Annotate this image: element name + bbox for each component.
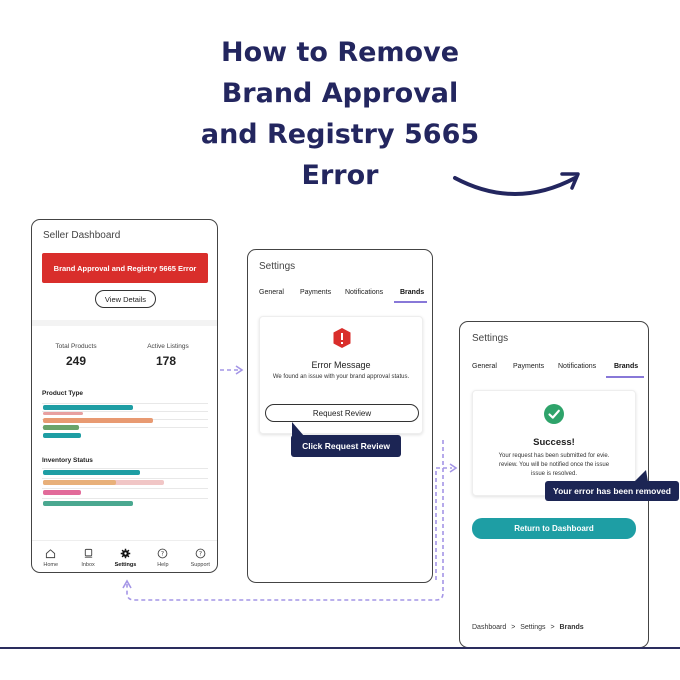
nav-label: Home [43, 561, 59, 568]
breadcrumb-dashboard[interactable]: Dashboard [472, 624, 507, 631]
inventory-status-label: Inventory Status [42, 457, 93, 464]
product-type-bar [43, 405, 133, 410]
grid-line [42, 411, 208, 412]
seller-dashboard-card: Seller Dashboard Brand Approval and Regi… [31, 219, 218, 573]
product-type-bar [43, 425, 79, 430]
tab-notifications[interactable]: Notifications [558, 363, 597, 370]
grid-line [42, 403, 208, 404]
inventory-bar [43, 480, 116, 485]
headline-line-1: How to Remove [220, 37, 460, 68]
arrow-head [122, 579, 132, 589]
grid-line [42, 488, 208, 489]
breadcrumb-separator: > [550, 624, 555, 631]
active-tab-indicator [606, 376, 644, 378]
headline-line-3: and Registry 5665 [200, 119, 480, 150]
headline-line-4: Error [301, 160, 379, 191]
tab-payments[interactable]: Payments [300, 289, 332, 296]
page-headline: How to Remove Brand Approval and Registr… [0, 32, 680, 196]
nav-settings[interactable]: Settings [107, 541, 143, 572]
gear-icon [120, 548, 131, 558]
error-removed-callout: Your error has been removed [545, 481, 679, 501]
success-title: Success! [533, 437, 575, 448]
tab-general[interactable]: General [472, 363, 497, 370]
nav-label: Support [190, 561, 210, 568]
grid-line [42, 468, 208, 469]
inventory-bar [43, 470, 140, 475]
settings-error-card: Settings General Payments Notifications … [247, 249, 433, 583]
nav-label: Inbox [81, 561, 95, 568]
breadcrumb-separator: > [511, 624, 516, 631]
nav-label: Help [157, 561, 169, 568]
tab-brands[interactable]: Brands [614, 363, 639, 370]
error-message-title: Error Message [311, 360, 371, 370]
grid-line [42, 478, 208, 479]
product-type-bar [43, 412, 83, 415]
nav-help[interactable]: ? Help [145, 541, 181, 572]
active-listings-value: 178 [155, 354, 177, 368]
success-check-icon [544, 404, 564, 424]
inventory-bar [43, 501, 133, 506]
return-to-dashboard-button[interactable]: Return to Dashboard [472, 518, 636, 539]
help-icon: ? [158, 548, 168, 558]
arrow-to-success [435, 467, 452, 580]
home-icon [46, 548, 56, 558]
inbox-icon [84, 548, 92, 558]
bottom-nav: Home Inbox Settings ? Help ? Support [32, 540, 217, 572]
arrow-head [449, 463, 458, 473]
breadcrumb: Dashboard > Settings > Brands [472, 624, 584, 631]
tab-brands[interactable]: Brands [400, 289, 425, 296]
product-type-label: Product Type [42, 390, 84, 397]
success-message-line-3: issue is resolved. [530, 471, 578, 477]
support-icon: ? [195, 548, 206, 558]
tab-general[interactable]: General [259, 289, 284, 296]
error-alert-icon [333, 328, 351, 348]
product-type-bar [43, 418, 153, 423]
svg-text:?: ? [199, 549, 202, 557]
tab-payments[interactable]: Payments [513, 363, 545, 370]
active-listings-label: Active Listings [147, 343, 189, 350]
success-message-line-2: review. You will be notified once the is… [498, 462, 610, 468]
nav-inbox[interactable]: Inbox [70, 541, 106, 572]
headline-line-2: Brand Approval [221, 78, 459, 109]
grid-line [42, 498, 208, 499]
arrow-head [235, 365, 244, 375]
view-details-button[interactable]: View Details [95, 290, 156, 308]
breadcrumb-settings[interactable]: Settings [520, 624, 546, 631]
error-message-description: We found an issue with your brand approv… [272, 374, 410, 380]
grid-line [42, 427, 208, 428]
click-request-review-callout: Click Request Review [291, 435, 401, 457]
section-divider [32, 320, 217, 326]
product-type-bar [43, 433, 81, 438]
settings-title: Settings [259, 261, 296, 272]
request-review-button[interactable]: Request Review [265, 404, 419, 422]
smile-arrow-icon [453, 172, 580, 196]
nav-support[interactable]: ? Support [182, 541, 217, 572]
svg-text:?: ? [161, 549, 164, 557]
success-message-line-1: Your request has been submitted for evie… [498, 453, 610, 459]
breadcrumb-brands: Brands [559, 624, 584, 631]
settings-title: Settings [472, 333, 509, 344]
tab-notifications[interactable]: Notifications [345, 289, 384, 296]
error-panel: Error Message We found an issue with you… [259, 316, 423, 434]
bottom-rule [0, 647, 680, 649]
total-products-value: 249 [65, 354, 87, 368]
inventory-bar [43, 490, 81, 495]
total-products-label: Total Products [55, 343, 97, 350]
nav-home[interactable]: Home [33, 541, 69, 572]
error-banner[interactable]: Brand Approval and Registry 5665 Error [42, 253, 208, 283]
active-tab-indicator [394, 301, 427, 303]
dashboard-title: Seller Dashboard [43, 230, 121, 241]
nav-label: Settings [114, 561, 137, 568]
success-panel: Success! Your request has been submitted… [472, 390, 636, 496]
